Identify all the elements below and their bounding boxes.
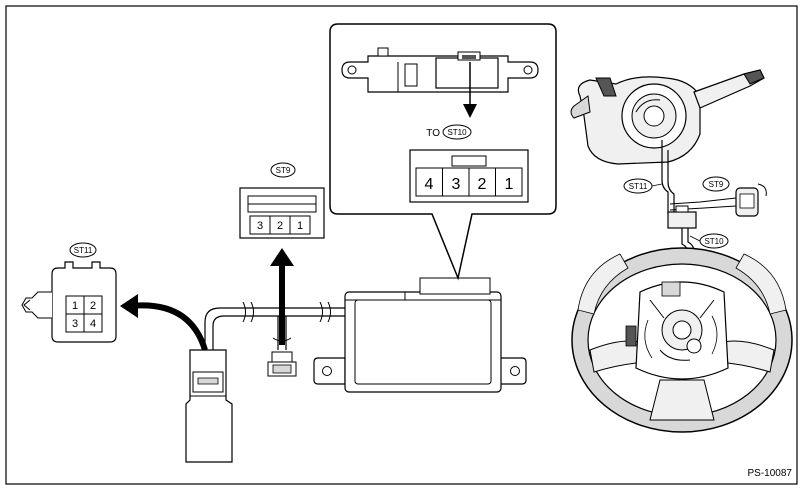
st9-pin: 1: [297, 220, 303, 232]
st11-tag-label: ST11: [74, 246, 93, 255]
st10-tag: ST10: [442, 124, 472, 140]
st10-callout: TO ST10 4 3 2 1: [329, 23, 557, 281]
st11-tag: ST11: [69, 242, 97, 258]
st10-pin: 4: [425, 176, 434, 193]
st9-arrow: [270, 248, 294, 345]
st9-callout-tag: ST9: [702, 176, 730, 192]
st9-tag-label: ST9: [276, 166, 291, 175]
st11-pin: 3: [72, 318, 78, 330]
st9-connector: ST9 3 2 1: [239, 162, 325, 239]
st10-callout-label: ST10: [704, 237, 724, 246]
st11-pin: 1: [72, 300, 78, 312]
figure-frame: [5, 5, 798, 485]
figure-id: PS-10087: [748, 468, 793, 479]
steering-wheel: [571, 247, 793, 433]
st10-terminal-face: 4 3 2 1: [409, 149, 529, 203]
st10-pin: 1: [505, 176, 514, 193]
st10-tag-label: ST10: [447, 128, 467, 137]
st10-pin: 3: [452, 176, 461, 193]
steering-column-assembly: [570, 69, 765, 214]
st11-connector: ST11 1 2 3 4: [21, 242, 117, 343]
horn-connector: [669, 183, 767, 217]
st9-plug: [267, 351, 297, 377]
st9-callout-label: ST9: [709, 180, 724, 189]
st11-pin: 2: [90, 300, 96, 312]
st9-tag: ST9: [270, 162, 296, 178]
wire-harness: [204, 301, 345, 350]
st10-arrow: [463, 62, 477, 118]
st9-pin: 2: [277, 220, 283, 232]
st9-pin: 3: [257, 220, 263, 232]
st11-arrow: [120, 294, 208, 351]
airbag-module: [313, 277, 527, 393]
st11-callout-label: ST11: [629, 182, 648, 191]
st10-prefix-label: TO: [426, 128, 440, 139]
st11-plug: [185, 349, 233, 463]
st11-pin: 4: [90, 318, 96, 330]
st10-connector-top-view: [341, 47, 539, 93]
st11-callout-tag: ST11: [623, 178, 663, 194]
st10-pin: 2: [478, 176, 487, 193]
st10-callout-tag: ST10: [689, 233, 729, 249]
